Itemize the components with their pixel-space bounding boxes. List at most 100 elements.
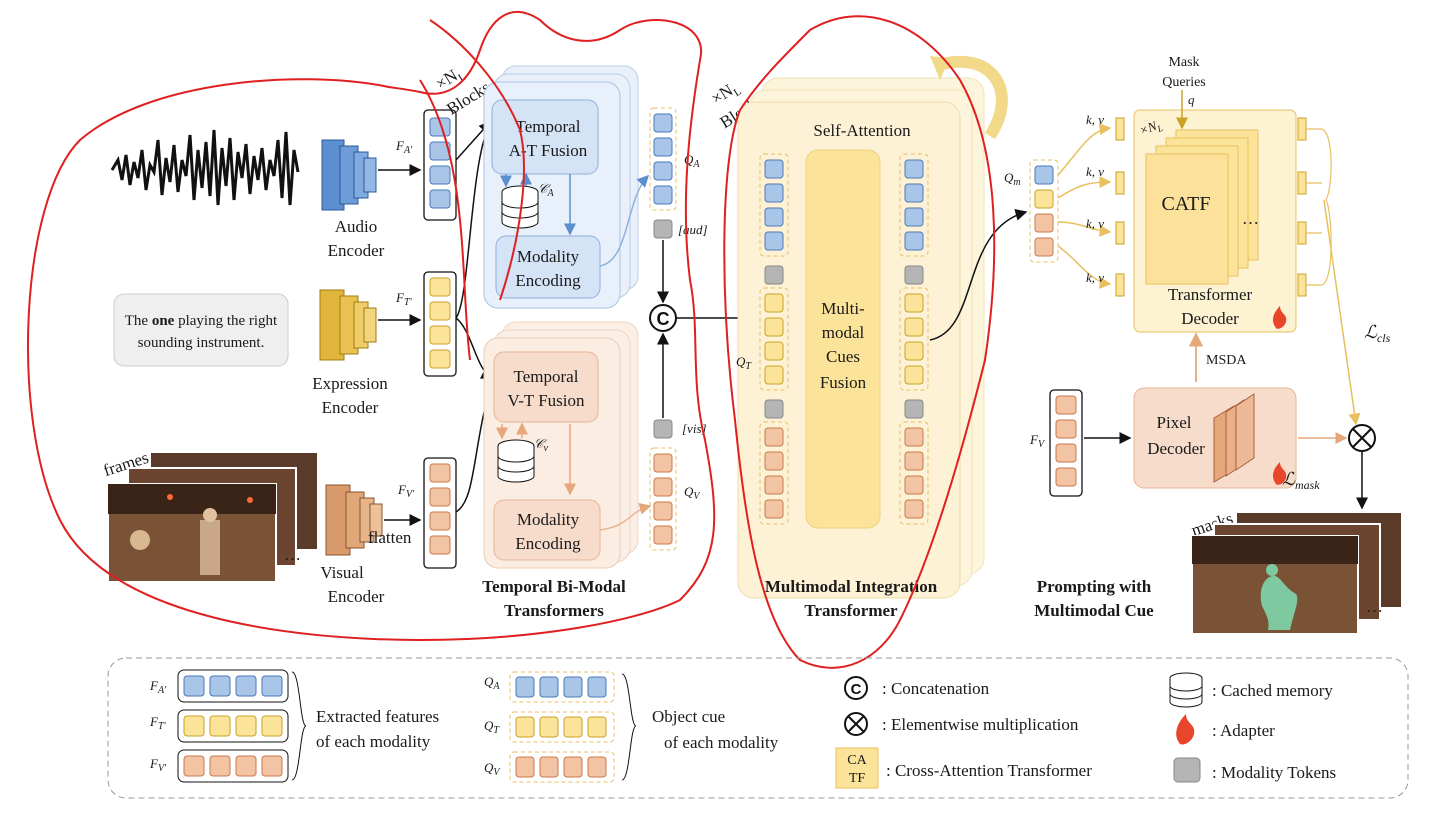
catf-label: CATF	[1162, 193, 1211, 215]
mit-title-2: Transformer	[804, 601, 898, 620]
transformer-decoder-1: Transformer	[1168, 285, 1253, 304]
mask-queries-2: Queries	[1162, 75, 1206, 90]
mit-fusion-3: Cues	[826, 347, 860, 366]
mit-title-1: Multimodal Integration	[765, 577, 938, 596]
feature-label-visual: FV'	[397, 482, 415, 500]
legend-cached-memory: : Cached memory	[1212, 681, 1333, 700]
mask-queries-1: Mask	[1168, 55, 1199, 70]
msda-label: MSDA	[1206, 353, 1247, 368]
video-frames: …	[107, 451, 319, 583]
legend-cues-desc-2: of each modality	[664, 733, 779, 752]
legend-feature-rows	[177, 669, 307, 783]
modality-encoding-audio-1: Modality	[517, 247, 580, 266]
pixel-decoder-1: Pixel	[1157, 413, 1192, 432]
vt-fusion-label-2: V-T Fusion	[508, 391, 585, 410]
mit-fusion-1: Multi-	[821, 299, 865, 318]
legend-catf-box-2: TF	[849, 771, 866, 786]
legend-features-desc-2: of each modality	[316, 732, 431, 751]
legend-ft-label: FT'	[149, 714, 167, 732]
expression-text-box	[113, 293, 289, 367]
legend-multiply-icon	[844, 712, 868, 736]
at-fusion-label-2: A-T Fusion	[509, 141, 588, 160]
expression-encoder-label-1: Expression	[312, 374, 388, 393]
visual-encoder-label-2: Encoder	[328, 587, 385, 606]
legend-concat-icon: C	[844, 676, 868, 700]
modality-encoding-visual-2: Encoding	[515, 534, 581, 553]
mit-right-column	[899, 153, 929, 525]
catf-ellipsis: …	[1242, 209, 1259, 228]
red-annotation-loops	[26, 10, 996, 669]
legend-cached-memory-icon	[1169, 672, 1203, 708]
legend-catf-box-1: CA	[847, 753, 867, 768]
visual-feature-column	[423, 457, 457, 569]
aud-token-label: [aud]	[678, 222, 708, 237]
legend-qt-label: QT	[484, 718, 500, 736]
modality-encoding-audio-2: Encoding	[515, 271, 581, 290]
audio-encoder-label-2: Encoder	[328, 241, 385, 260]
legend-cue-rows	[509, 671, 637, 783]
legend-catf-desc: : Cross-Attention Transformer	[886, 761, 1092, 780]
legend-fv-label: FV'	[149, 756, 167, 774]
feature-label-audio: FA'	[395, 138, 413, 156]
catf-stack	[1145, 129, 1259, 285]
vt-fusion-label-1: Temporal	[514, 367, 579, 386]
visual-encoder-label-1: Visual	[320, 563, 364, 582]
audio-feature-column	[423, 109, 457, 221]
audio-encoder-icon	[321, 139, 377, 211]
svg-text:C: C	[851, 681, 862, 698]
svg-text:…: …	[1366, 597, 1383, 616]
kv-slots	[1115, 117, 1125, 297]
prompting-title-2: Multimodal Cue	[1034, 601, 1154, 620]
legend-cues-desc-1: Object cue	[652, 707, 725, 726]
legend-adapter: : Adapter	[1212, 721, 1275, 740]
flatten-label: flatten	[368, 528, 412, 547]
pixel-decoder-layers-icon	[1213, 393, 1255, 483]
feature-label-pixel: FV	[1029, 432, 1046, 450]
legend-adapter-icon	[1176, 714, 1195, 745]
pixel-adapter-icon	[1273, 462, 1287, 485]
concat-symbol-letter: C	[657, 309, 670, 329]
vis-token	[653, 419, 673, 439]
legend-fa-label: FA'	[149, 678, 167, 696]
expression-text-line2: sounding instrument.	[138, 335, 265, 351]
pixel-decoder-2: Decoder	[1147, 439, 1205, 458]
audio-waveform	[110, 129, 300, 206]
legend-qa-label: QA	[484, 674, 500, 692]
legend-box	[107, 657, 1409, 799]
legend-catf-box	[835, 747, 879, 789]
loss-cls-label: ℒcls	[1364, 322, 1391, 345]
kv-label-1: k, v	[1086, 112, 1104, 127]
visual-encoder-icon	[325, 484, 383, 556]
output-masks: …	[1191, 511, 1403, 635]
qa-token-column	[649, 107, 677, 211]
q-label: q	[1188, 92, 1195, 107]
qm-token-column	[1029, 159, 1059, 263]
decoder-adapter-icon	[1273, 306, 1287, 329]
text-feature-column	[423, 271, 457, 377]
legend-modality-tokens: : Modality Tokens	[1212, 763, 1336, 782]
legend-elementwise: : Elementwise multiplication	[882, 715, 1079, 734]
qv-label: QV	[684, 484, 701, 502]
qv-token-column	[649, 447, 677, 551]
legend-qv-label: QV	[484, 760, 501, 778]
mit-left-column	[759, 153, 789, 525]
modality-encoding-visual-1: Modality	[517, 510, 580, 529]
expression-encoder-label-2: Encoder	[322, 398, 379, 417]
loss-mask-label: ℒmask	[1282, 469, 1320, 492]
qm-label: Qm	[1004, 170, 1021, 188]
expression-text-line1: The one playing the right	[125, 313, 278, 329]
at-fusion-label-1: Temporal	[516, 117, 581, 136]
legend-modality-token-icon	[1173, 757, 1201, 783]
pixel-feature-column	[1049, 389, 1083, 497]
svg-text:…: …	[284, 545, 301, 564]
legend-features-desc-1: Extracted features	[316, 707, 439, 726]
vis-token-label: [vis]	[682, 421, 707, 436]
cached-memory-visual-icon	[497, 439, 535, 483]
tbmt-title-2: Transformers	[504, 601, 604, 620]
kv-label-3: k, v	[1086, 216, 1104, 231]
elementwise-multiply-symbol	[1348, 424, 1376, 452]
decoder-output-slots	[1297, 117, 1307, 297]
kv-arrows	[1057, 123, 1112, 289]
tbmt-title-1: Temporal Bi-Modal	[482, 577, 626, 596]
